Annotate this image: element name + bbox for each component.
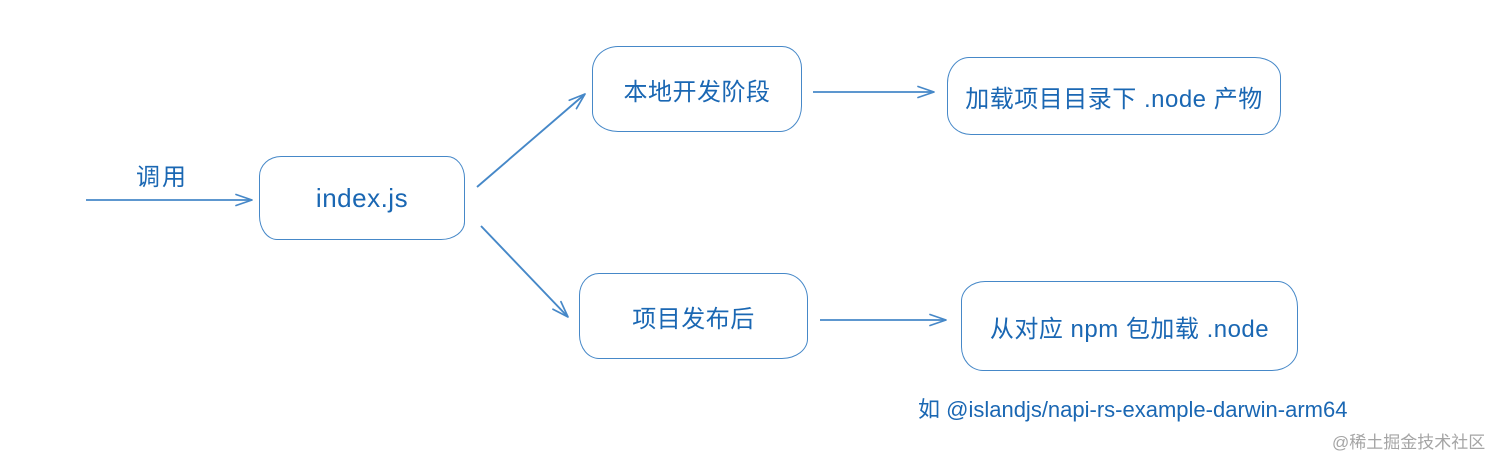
annotation-npm-package-example: 如 @islandjs/napi-rs-example-darwin-arm64	[918, 397, 1348, 422]
node-load-from-npm-label: 从对应 npm 包加载 .node	[989, 315, 1270, 343]
edge-label-call: 调用	[136, 164, 188, 191]
edge-index-to-after-publish	[480, 225, 569, 318]
node-load-from-npm: 从对应 npm 包加载 .node	[961, 281, 1298, 371]
node-index-js-label: index.js	[315, 182, 409, 213]
node-index-js: index.js	[259, 156, 465, 240]
node-local-dev-stage-label: 本地开发阶段	[623, 78, 771, 106]
node-load-local-node-artifact-label: 加载项目目录下 .node 产物	[965, 85, 1263, 113]
watermark-juejin-community: @稀土掘金技术社区	[1332, 433, 1486, 452]
node-local-dev-stage: 本地开发阶段	[592, 46, 802, 132]
node-after-publish: 项目发布后	[579, 273, 808, 359]
edge-index-to-local-dev	[476, 93, 586, 188]
node-after-publish-label: 项目发布后	[632, 305, 755, 333]
node-load-local-node-artifact: 加载项目目录下 .node 产物	[947, 57, 1281, 135]
